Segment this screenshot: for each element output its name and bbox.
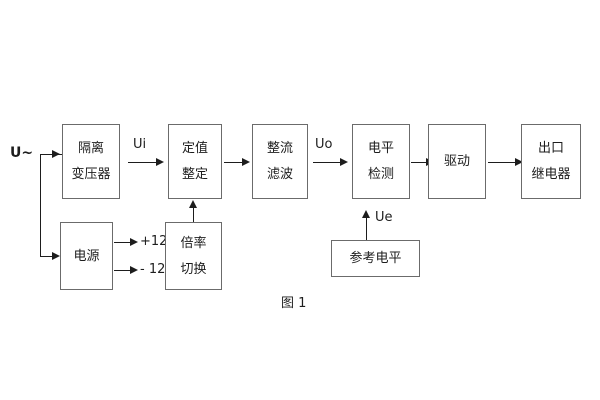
input-source-label: U~: [10, 145, 34, 161]
drive-to-relay-arrow-icon: [515, 157, 523, 166]
ui-arrow-icon: [156, 157, 164, 166]
supply-neg-line: [114, 270, 133, 271]
block-drive[interactable]: 驱动: [428, 124, 486, 199]
block-isolation-transformer[interactable]: 隔离 变压器: [62, 124, 120, 199]
block-line: 变压器: [71, 167, 111, 182]
block-line: 定值: [181, 141, 208, 156]
signal-label-ui: Ui: [133, 137, 147, 152]
power-supply-feed-line: [40, 256, 54, 257]
ue-connector-line: [366, 214, 367, 240]
ui-connector-line: [128, 162, 158, 163]
block-line: 检测: [367, 167, 394, 182]
power-supply-feed-arrow-icon: [52, 251, 60, 260]
block-line: 整流: [266, 141, 293, 156]
block-reference-level[interactable]: 参考电平: [331, 240, 420, 277]
setting-to-rectifier-line: [224, 162, 244, 163]
setting-to-rectifier-arrow-icon: [242, 157, 250, 166]
block-rectifier-filter[interactable]: 整流 滤波: [252, 124, 308, 199]
input-branch-riser: [40, 154, 41, 256]
uo-connector-line: [313, 162, 342, 163]
block-output-relay[interactable]: 出口 继电器: [521, 124, 581, 199]
drive-to-relay-line: [488, 162, 518, 163]
block-line: 驱动: [443, 154, 470, 169]
ratio-to-setting-line: [193, 203, 194, 222]
block-line: 出口: [537, 141, 564, 156]
block-line: 电源: [73, 248, 100, 264]
block-setting-value[interactable]: 定值 整定: [168, 124, 222, 199]
block-line: 电平: [367, 141, 394, 156]
level-to-drive-line: [411, 162, 430, 163]
figure-caption: 图 1: [281, 296, 307, 311]
block-ratio-switch[interactable]: 倍率 切换: [165, 222, 222, 290]
transformer-feed-arrow-icon: [52, 149, 60, 158]
block-line: 隔离: [77, 141, 104, 156]
supply-pos-arrow-icon: [130, 237, 138, 246]
block-line: 倍率: [180, 235, 207, 251]
ratio-to-setting-arrow-icon: [188, 200, 197, 208]
transformer-feed-line: [40, 154, 54, 155]
block-power-supply[interactable]: 电源: [60, 222, 113, 290]
signal-label-uo: Uo: [315, 137, 333, 152]
block-line: 整定: [181, 167, 208, 182]
block-line: 参考电平: [349, 251, 402, 266]
supply-pos-line: [114, 242, 133, 243]
block-line: 继电器: [531, 167, 571, 182]
block-line: 滤波: [266, 167, 293, 182]
uo-arrow-icon: [340, 157, 348, 166]
ue-arrow-icon: [361, 210, 370, 218]
block-line: 切换: [180, 261, 207, 277]
signal-label-ue: Ue: [375, 210, 393, 225]
block-level-detection[interactable]: 电平 检测: [352, 124, 410, 199]
supply-neg-arrow-icon: [130, 265, 138, 274]
